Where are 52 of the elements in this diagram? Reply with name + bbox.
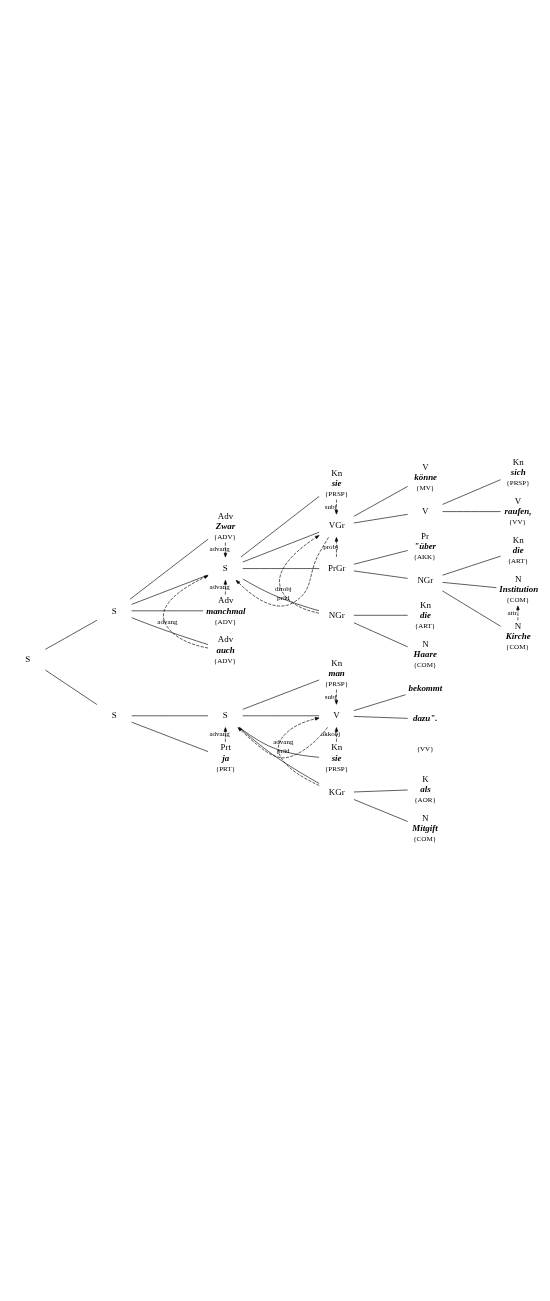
node-text: Kn sie [331, 742, 343, 763]
node-text: N Haare [413, 638, 437, 660]
node-text: dazu". [412, 713, 438, 724]
arrow [278, 717, 320, 786]
arrow [334, 689, 339, 705]
node-text: bekommt [408, 682, 443, 693]
arrow [223, 580, 228, 595]
arrow [223, 727, 228, 743]
node-text: S [111, 710, 117, 721]
node-text: Kn die [512, 535, 524, 556]
arrow [334, 727, 339, 743]
connector [238, 727, 320, 784]
node-text: NGr [417, 575, 434, 586]
node-text: N Institution [499, 574, 539, 595]
node-text: S [111, 605, 117, 616]
arrow [163, 575, 209, 649]
node-text: V raufen, [504, 496, 532, 517]
node-text: N Mitgift [412, 812, 438, 834]
node-text: V [421, 506, 429, 517]
node-text: Kn die [419, 599, 431, 620]
connector [242, 531, 320, 563]
connector [131, 610, 204, 612]
node-text: Pr "über [414, 530, 437, 551]
node-text: Kn sich [510, 457, 526, 478]
node-text: Kn sie [331, 467, 343, 489]
node-text: Adv auch [216, 634, 235, 655]
node-text: KGr [328, 787, 345, 798]
connector [242, 568, 320, 569]
arrow [516, 605, 520, 621]
node-text: Adv manchmal [206, 595, 246, 616]
node-text: Prt ja [220, 742, 232, 763]
node-text: V [333, 710, 340, 721]
node-text: NGr [328, 609, 345, 620]
arrow [334, 537, 339, 558]
node-text: N Kirche [505, 620, 531, 642]
arrow [235, 537, 329, 607]
node-text: V könne [414, 461, 438, 482]
node-text: PrGr [328, 563, 346, 574]
node-text: Adv Zwar [215, 510, 236, 532]
arrow [334, 499, 339, 515]
node-text: S [222, 563, 228, 574]
node-text: K als [420, 773, 431, 795]
arrow [279, 535, 320, 614]
connector [131, 617, 209, 645]
arrow [223, 542, 228, 558]
connector [242, 578, 320, 612]
node-text: Kn man [328, 657, 345, 679]
connector [242, 715, 320, 717]
connector [131, 574, 209, 605]
node-text: VGr [328, 520, 345, 531]
node-text: S [222, 710, 228, 721]
node-text: S [25, 653, 31, 664]
